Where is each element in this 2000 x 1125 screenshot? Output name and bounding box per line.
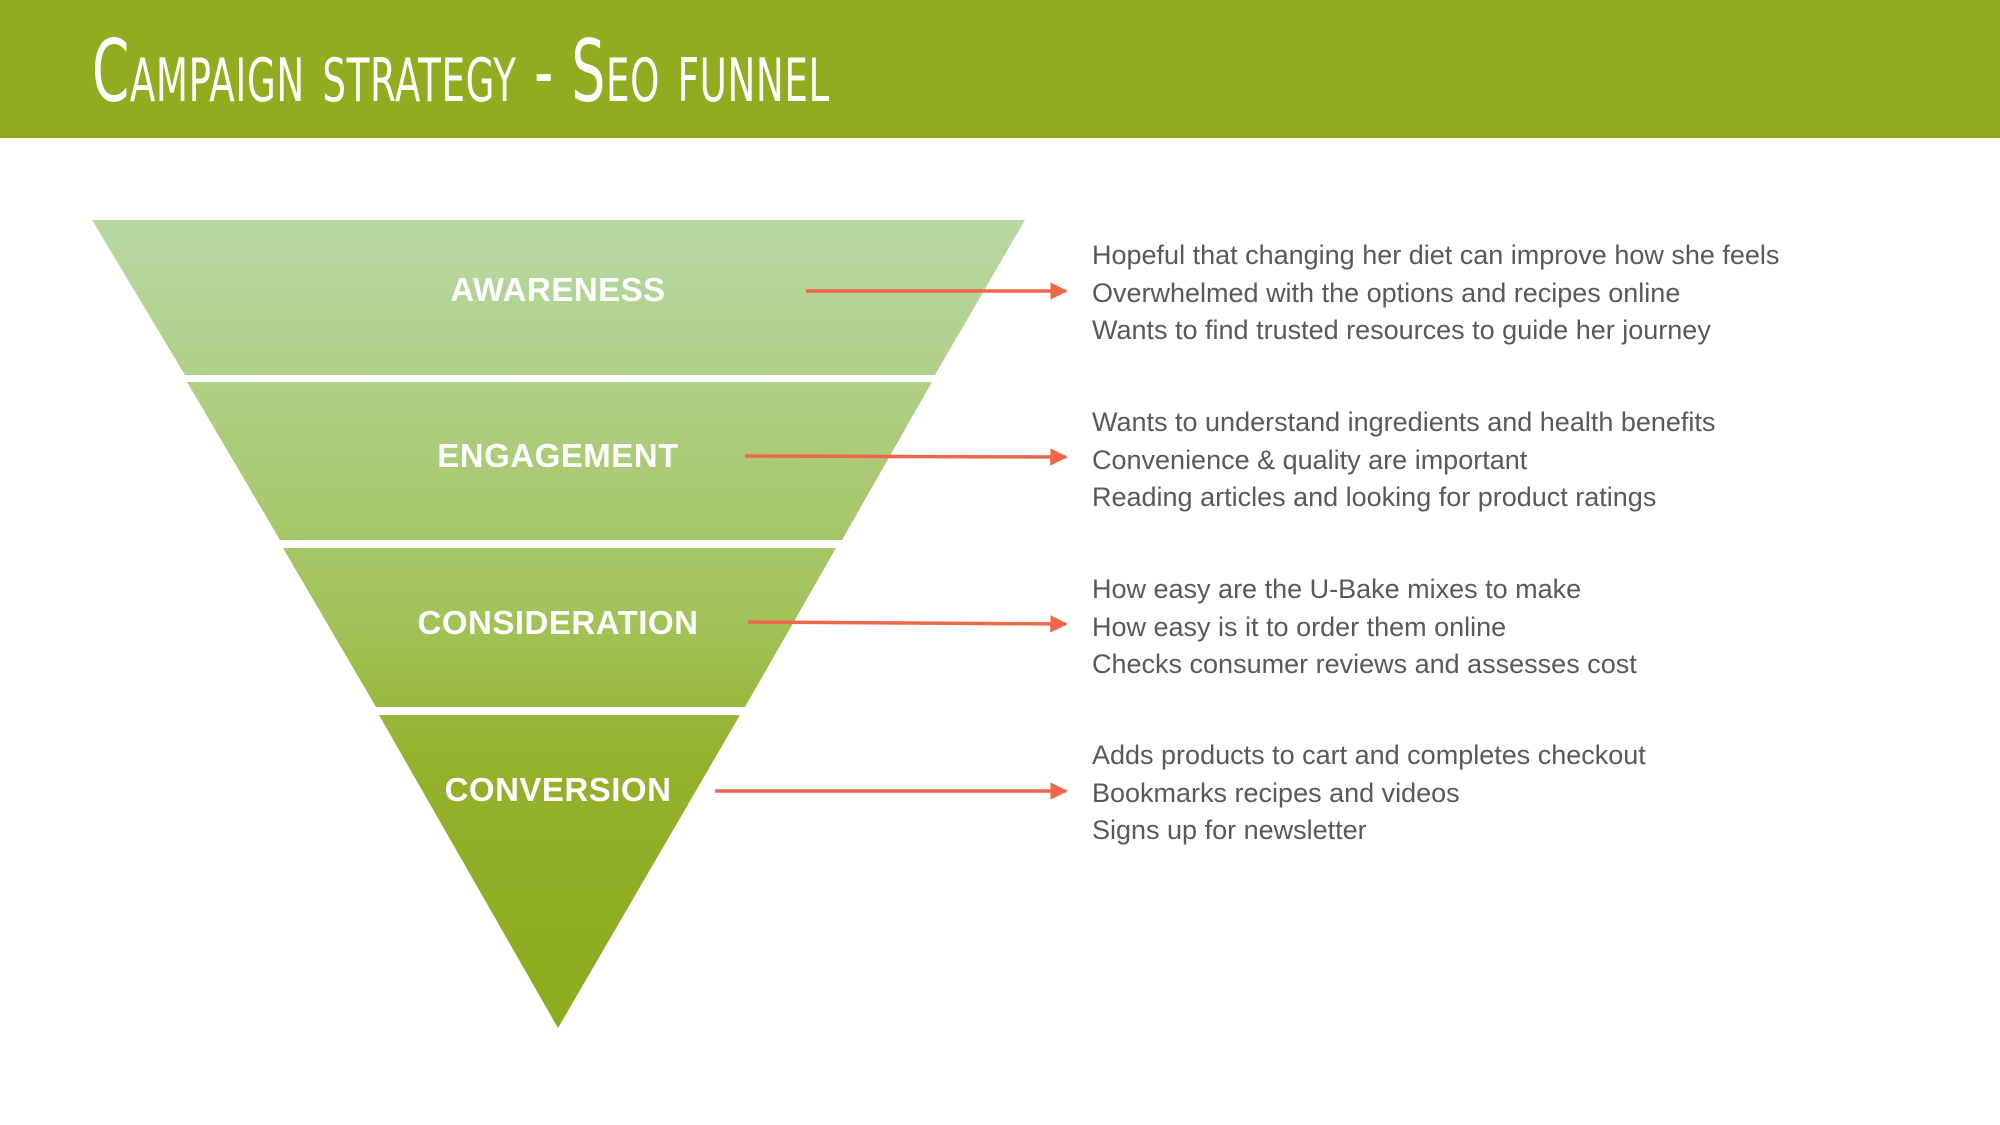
arrow-engagement <box>744 448 1068 466</box>
detail-line: Reading articles and looking for product… <box>1092 482 1657 512</box>
arrow-consideration <box>747 615 1068 633</box>
detail-line: Checks consumer reviews and assesses cos… <box>1092 649 1637 679</box>
stage-label-engagement: ENGAGEMENT <box>437 437 679 474</box>
funnel-band-conversion <box>379 715 740 1028</box>
detail-line: Convenience & quality are important <box>1092 444 1528 475</box>
funnel-band-awareness <box>92 220 1025 375</box>
detail-line: Hopeful that changing her diet can impro… <box>1092 240 1780 270</box>
stage-details-awareness: Hopeful that changing her diet can impro… <box>1092 237 1972 350</box>
stage-details-consideration: How easy are the U-Bake mixes to make Ho… <box>1092 571 1972 684</box>
detail-line: Wants to understand ingredients and heal… <box>1092 407 1716 437</box>
header-bar: Campaign strategy - Seo funnel <box>0 0 2000 138</box>
funnel-band-engagement <box>187 382 932 540</box>
detail-line: Wants to find trusted resources to guide… <box>1092 315 1711 345</box>
detail-line: How easy are the U-Bake mixes to make <box>1092 574 1582 604</box>
stage-label-conversion: CONVERSION <box>445 771 672 808</box>
detail-line: Bookmarks recipes and videos <box>1092 777 1460 808</box>
detail-line: Adds products to cart and completes chec… <box>1092 740 1646 770</box>
page-title: Campaign strategy - Seo funnel <box>92 22 830 122</box>
funnel-band-consideration <box>283 548 836 707</box>
stage-label-awareness: AWARENESS <box>450 271 665 308</box>
stage-label-consideration: CONSIDERATION <box>418 604 699 641</box>
detail-line: Overwhelmed with the options and recipes… <box>1092 277 1681 308</box>
detail-line: How easy is it to order them online <box>1092 611 1507 642</box>
detail-line: Signs up for newsletter <box>1092 815 1367 845</box>
stage-details-conversion: Adds products to cart and completes chec… <box>1092 737 1972 850</box>
stage-details-engagement: Wants to understand ingredients and heal… <box>1092 404 1972 517</box>
